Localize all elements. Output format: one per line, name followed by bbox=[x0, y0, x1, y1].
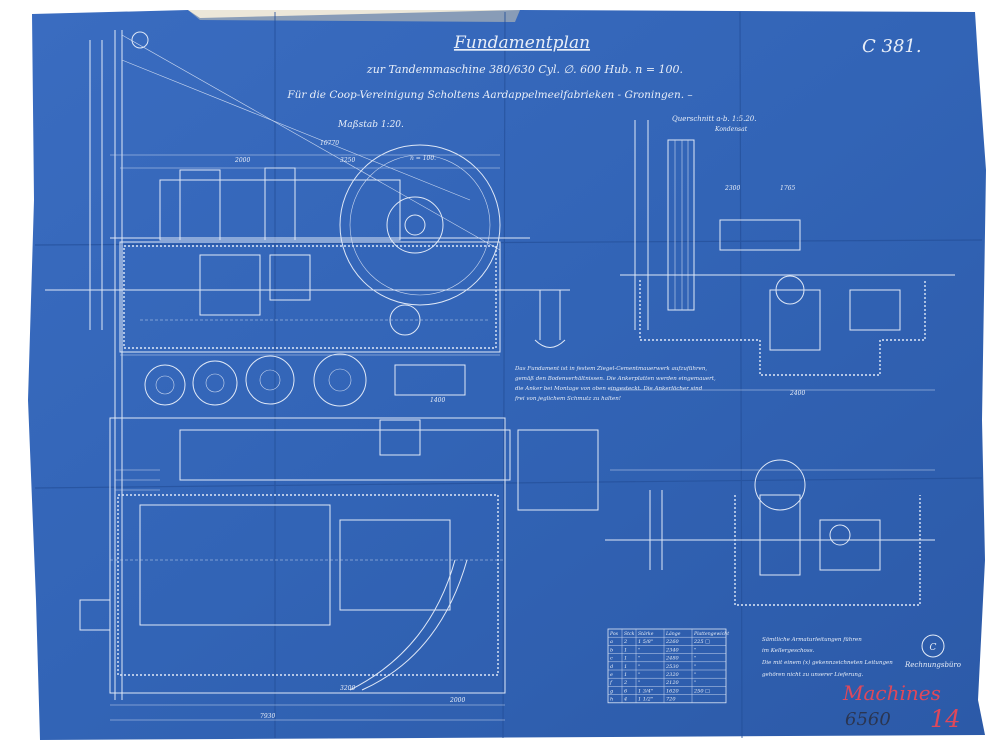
table-cell: 2480 bbox=[665, 656, 680, 662]
table-cell: 1 5/8" bbox=[638, 639, 653, 645]
dimension-labels: 10770 3250 2000 2300 1765 2400 1400 7930… bbox=[234, 140, 805, 720]
plan-view bbox=[79, 417, 599, 721]
note-line: Sämtliche Armaturleitungen führen bbox=[762, 637, 862, 643]
piping-note: Sämtliche Armaturleitungen führen im Kel… bbox=[761, 637, 893, 678]
table-cell: " bbox=[694, 664, 696, 670]
section-label: Querschnitt a-b. 1:5.20. bbox=[672, 115, 756, 123]
note-line: die Anker bei Montage von oben eingestec… bbox=[515, 386, 703, 392]
table-cell: " bbox=[638, 672, 640, 678]
dimension-label: 7930 bbox=[260, 713, 275, 720]
elevation-view bbox=[45, 144, 570, 353]
table-cell: 1 3/4" bbox=[638, 688, 653, 694]
drawing-client-line: Für die Coop-Vereinigung Scholtens Aarda… bbox=[286, 89, 692, 101]
table-header: Pos bbox=[609, 631, 619, 637]
table-cell: " bbox=[694, 672, 696, 678]
table-cell: 4 bbox=[623, 697, 627, 703]
table-cell: 1 bbox=[624, 672, 627, 678]
table-header: Länge bbox=[665, 631, 681, 637]
table-cell: h bbox=[610, 697, 613, 703]
note-line: gehören nicht zu unserer Lieferung. bbox=[762, 672, 863, 678]
table-cell: 2120 bbox=[665, 680, 680, 686]
table-cell: 225 □ bbox=[693, 639, 710, 645]
table-header: Stärke bbox=[638, 631, 654, 637]
signature: Rechnungsbüro bbox=[904, 661, 961, 669]
table-cell: 6 bbox=[624, 688, 628, 694]
fold-lines bbox=[34, 11, 983, 739]
section-sublabel: Kondensat bbox=[714, 126, 748, 133]
table-cell: g bbox=[610, 688, 613, 694]
table-cell: 1620 bbox=[666, 688, 680, 694]
note-line: Die mit einem (x) gekennzeichneten Leitu… bbox=[761, 659, 893, 666]
table-cell: " bbox=[694, 680, 696, 686]
red-number: 14 bbox=[930, 705, 961, 733]
anchor-detail-row bbox=[120, 353, 500, 407]
dimension-label: 3200 bbox=[340, 685, 355, 692]
pencil-number: 6560 bbox=[845, 709, 891, 730]
cross-section-view bbox=[610, 120, 955, 391]
table-cell: " bbox=[638, 664, 640, 670]
dimension-label: 3250 bbox=[340, 157, 355, 164]
dimension-label: 2300 bbox=[724, 185, 740, 192]
dimension-label: 1400 bbox=[430, 397, 445, 404]
table-cell: d bbox=[610, 664, 613, 670]
note-line: im Kellergeschoss. bbox=[762, 648, 815, 654]
dimension-label: 2000 bbox=[449, 697, 465, 704]
scale-label: Maßstab 1:20. bbox=[337, 120, 404, 130]
table-cell: 1 bbox=[624, 647, 627, 653]
table-cell: 2320 bbox=[665, 672, 680, 678]
dimension-label: 1765 bbox=[780, 185, 795, 192]
note-line: gemäß den Bodenverhältnissen. Die Ankerp… bbox=[515, 376, 716, 382]
table-cell: 720 bbox=[666, 697, 676, 703]
table-cell: 250 □ bbox=[693, 688, 710, 694]
table-border bbox=[607, 628, 727, 704]
table-cell: a bbox=[610, 639, 613, 645]
blueprint-paper bbox=[28, 10, 986, 740]
table-cell: 1 1/2" bbox=[638, 697, 653, 703]
table-cell: c bbox=[610, 656, 613, 662]
table-cell: e bbox=[610, 672, 613, 678]
drawing-title: Fundamentplan bbox=[453, 33, 590, 53]
foundation-note: Das Fundament ist in festem Ziegel-Cemen… bbox=[514, 366, 716, 402]
note-line: frei von jeglichem Schmutz zu halten! bbox=[514, 396, 621, 402]
table-cell: " bbox=[638, 656, 640, 662]
table-cell: " bbox=[694, 656, 696, 662]
sheet-number: C 381. bbox=[862, 36, 922, 57]
table-cell: 2260 bbox=[665, 639, 680, 645]
table-cell: 2530 bbox=[665, 664, 680, 670]
dimension-label: 10770 bbox=[320, 140, 339, 147]
stamp-circle bbox=[921, 634, 945, 658]
speed-label: n = 100. bbox=[410, 155, 436, 162]
table-cell: 2 bbox=[623, 680, 627, 686]
table-cell: 2340 bbox=[665, 647, 680, 653]
table-cell: 1 bbox=[624, 664, 627, 670]
table-header: Stck bbox=[624, 631, 635, 637]
dimension-label: 2400 bbox=[789, 390, 805, 397]
table-cell: f bbox=[609, 680, 613, 686]
table-cell: " bbox=[638, 647, 640, 653]
stamp-text: C bbox=[930, 643, 937, 653]
table-cell: " bbox=[694, 647, 696, 653]
dimension-label: 2000 bbox=[234, 157, 250, 164]
lower-section-view bbox=[605, 459, 935, 606]
red-annotation: Machines bbox=[842, 681, 941, 705]
table-cell: " bbox=[638, 680, 640, 686]
note-line: Das Fundament ist in festem Ziegel-Cemen… bbox=[514, 366, 707, 372]
table-cell: 2 bbox=[623, 639, 627, 645]
table-header: Plattengewicht bbox=[693, 631, 729, 637]
drawing-subtitle: zur Tandemmaschine 380/630 Cyl. ∅. 600 H… bbox=[366, 63, 683, 76]
table-cell: b bbox=[610, 647, 613, 653]
table-cell: 1 bbox=[624, 656, 627, 662]
vertical-pipe-left bbox=[89, 30, 501, 700]
